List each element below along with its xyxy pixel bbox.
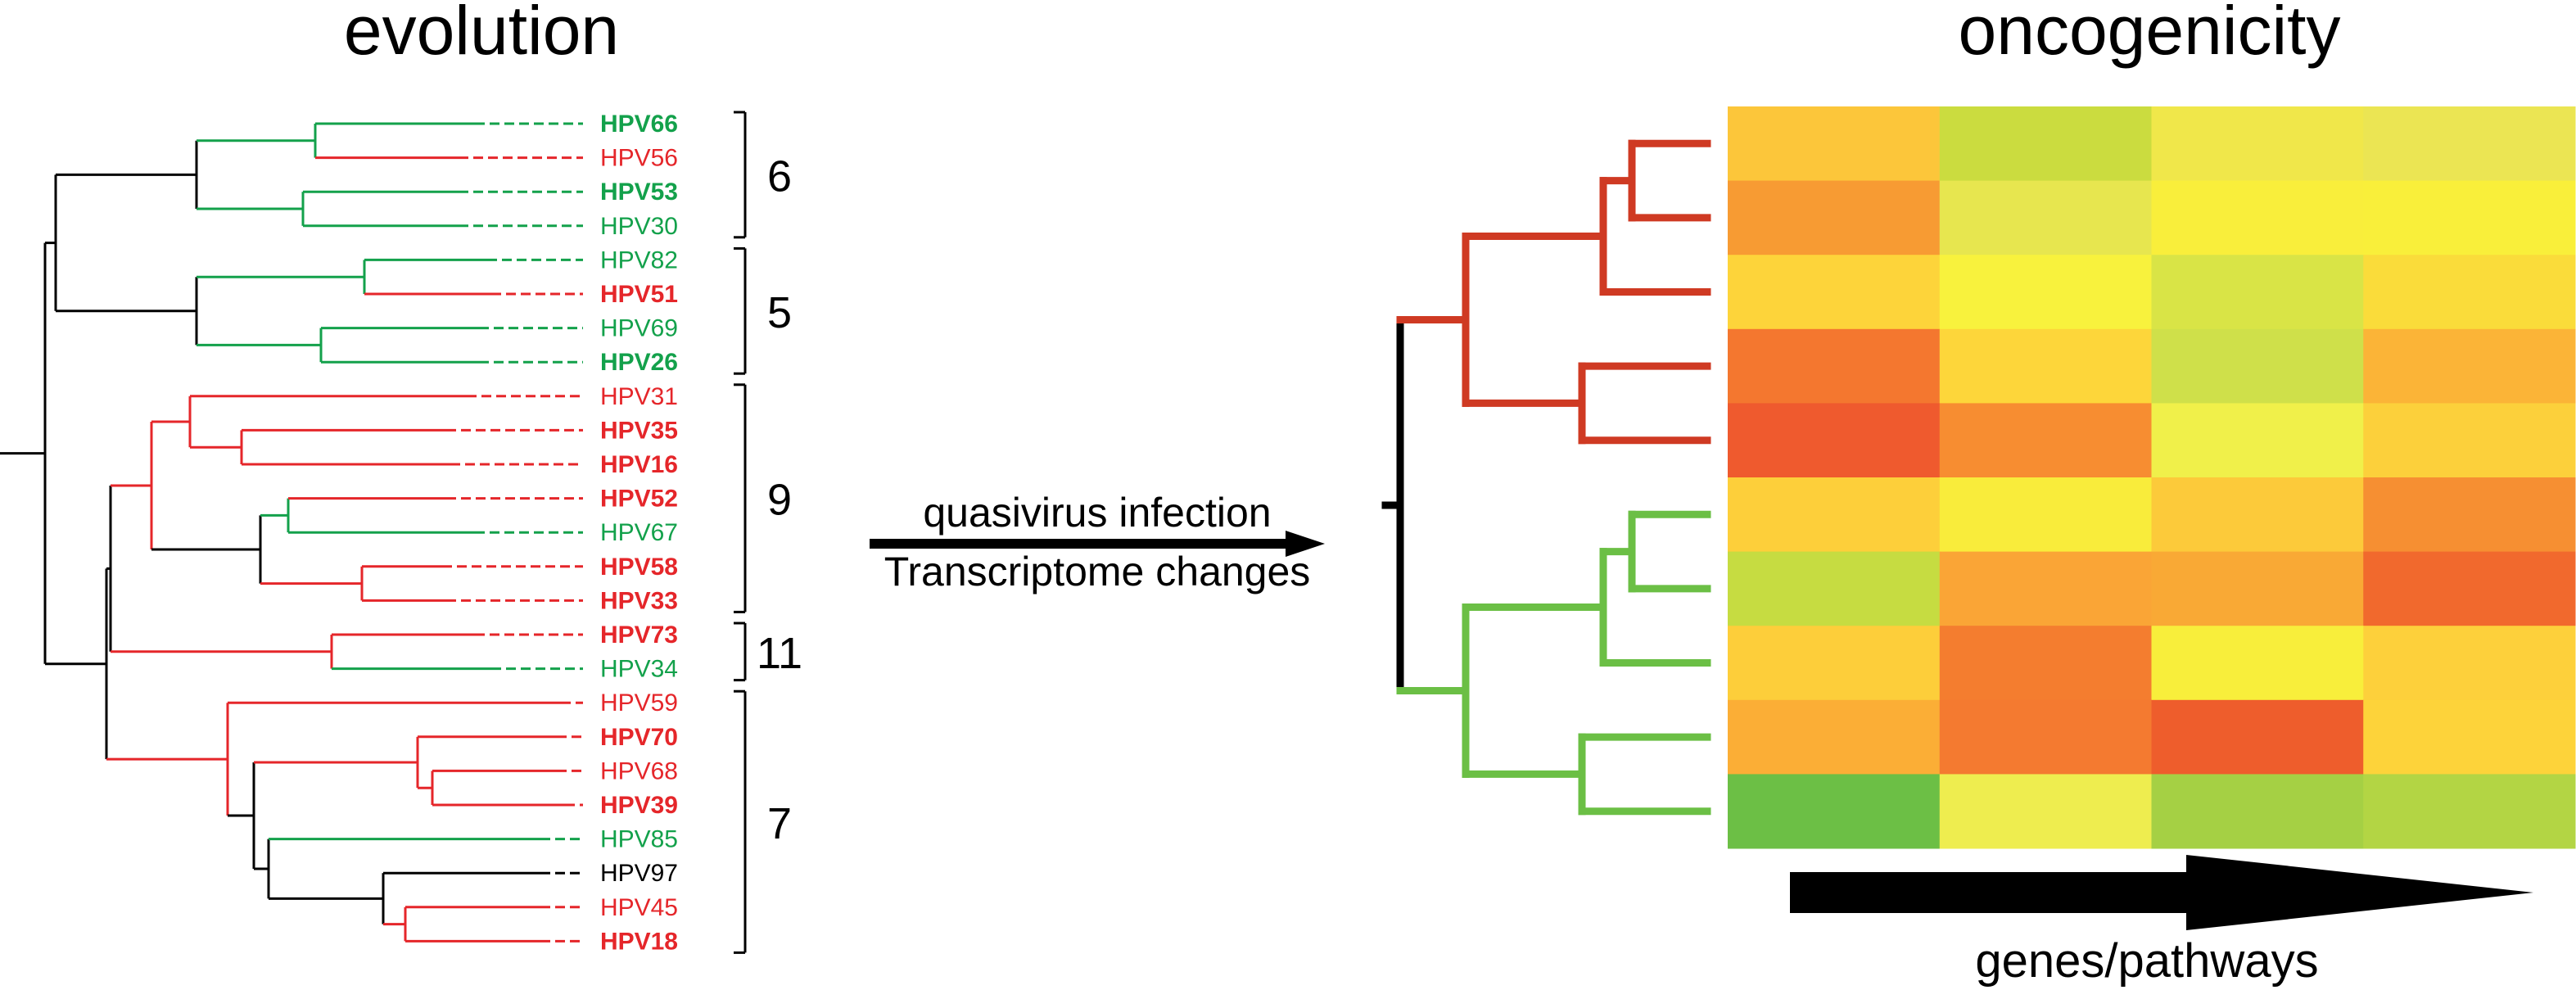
leaf-label: HPV33 [600, 587, 678, 614]
heatmap-cell [1939, 180, 2152, 255]
heatmap-cell [2363, 403, 2576, 478]
heatmap-cell [1728, 774, 1941, 849]
leaf-label: HPV31 [600, 383, 678, 410]
leaf-label: HPV35 [600, 417, 678, 444]
oncogenicity-title: oncogenicity [1959, 0, 2341, 69]
group-brackets: 6 5 9 11 7 [734, 111, 802, 954]
genes-pathways-label: genes/pathways [1975, 934, 2318, 988]
leaf-label: HPV52 [600, 486, 678, 513]
genes-arrow-head [2186, 855, 2533, 930]
heatmap-cell [1939, 328, 2152, 404]
heatmap-cell [2363, 626, 2576, 701]
leaf-label: HPV67 [600, 519, 678, 546]
oncogenicity-heatmap [1728, 106, 2576, 849]
heatmap-cell [2363, 328, 2576, 404]
heatmap-cell [2151, 477, 2364, 553]
heatmap-cell [1939, 551, 2152, 626]
heatmap-cell [1728, 328, 1941, 404]
group-number: 11 [757, 629, 802, 678]
leaf-label: HPV73 [600, 622, 678, 649]
heatmap-cell [2151, 551, 2364, 626]
leaf-label: HPV18 [600, 928, 678, 955]
heatmap-cell [2151, 699, 2364, 775]
leaf-label: HPV97 [600, 860, 678, 887]
heatmap-cell [1939, 106, 2152, 182]
heatmap-cell [1728, 180, 1941, 255]
transcriptome-arrow: quasivirus infection Transcriptome chang… [870, 490, 1325, 594]
leaf-label: HPV82 [600, 246, 678, 273]
heatmap-cell [1939, 403, 2152, 478]
heatmap-cell [1728, 551, 1941, 626]
heatmap-cell [2363, 255, 2576, 330]
leaf-label: HPV53 [600, 179, 678, 206]
heatmap-cell [2151, 403, 2364, 478]
heatmap-cell [1939, 774, 2152, 849]
heatmap-cell [1728, 699, 1941, 775]
leaf-label: HPV34 [600, 656, 678, 683]
heatmap-cell [2363, 106, 2576, 182]
leaf-label: HPV66 [600, 111, 678, 138]
heatmap-cell [2151, 106, 2364, 182]
heatmap-cell [2363, 180, 2576, 255]
heatmap-cell [2151, 180, 2364, 255]
leaf-label: HPV26 [600, 349, 678, 376]
heatmap-cell [1728, 106, 1941, 182]
heatmap-cell [2363, 551, 2576, 626]
leaf-label: HPV69 [600, 315, 678, 342]
heatmap-cell [1939, 477, 2152, 553]
heatmap-cell [1939, 699, 2152, 775]
leaf-label: HPV58 [600, 554, 678, 581]
transcriptome-changes-label: Transcriptome changes [884, 549, 1311, 594]
phylogenetic-leaf-labels: HPV66HPV56HPV53HPV30HPV82HPV51HPV69HPV26… [600, 111, 678, 955]
heatmap-cell [2151, 626, 2364, 701]
genes-pathways-arrow [1790, 855, 2533, 930]
leaf-label: HPV51 [600, 281, 678, 308]
leaf-label: HPV68 [600, 757, 678, 784]
quasivirus-infection-label: quasivirus infection [923, 490, 1271, 536]
heatmap-cell [1728, 403, 1941, 478]
arrow-head [1286, 531, 1325, 557]
group-number: 5 [767, 288, 792, 337]
leaf-label: HPV85 [600, 826, 678, 853]
leaf-label: HPV45 [600, 894, 678, 921]
heatmap-cell [1939, 255, 2152, 330]
heatmap-cell [1939, 626, 2152, 701]
heatmap-cell [2363, 699, 2576, 775]
group-number: 7 [767, 799, 792, 848]
heatmap-cell [2363, 477, 2576, 553]
group-number: 9 [767, 476, 792, 525]
heatmap-cell [1728, 626, 1941, 701]
heatmap-dendrogram [1381, 139, 1711, 816]
group-number: 6 [767, 151, 792, 201]
heatmap-cell [2363, 774, 2576, 849]
phylogenetic-tree [0, 122, 583, 943]
leaf-label: HPV56 [600, 145, 678, 172]
leaf-label: HPV30 [600, 213, 678, 240]
leaf-label: HPV16 [600, 451, 678, 478]
heatmap-cell [2151, 774, 2364, 849]
genes-arrow-shaft [1790, 872, 2188, 913]
leaf-label: HPV59 [600, 689, 678, 717]
leaf-label: HPV39 [600, 792, 678, 819]
leaf-label: HPV70 [600, 724, 678, 751]
evolution-title: evolution [344, 0, 619, 69]
heatmap-cell [1728, 477, 1941, 553]
heatmap-cell [1728, 255, 1941, 330]
heatmap-cell [2151, 328, 2364, 404]
heatmap-cell [2151, 255, 2364, 330]
